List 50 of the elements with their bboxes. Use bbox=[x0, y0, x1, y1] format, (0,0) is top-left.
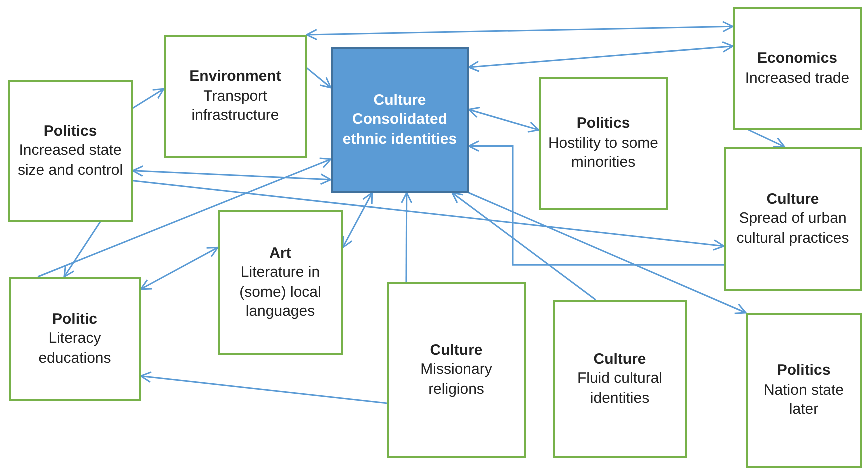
arrow bbox=[132, 88, 165, 110]
concept-box bbox=[218, 210, 343, 355]
arrow bbox=[140, 372, 388, 404]
arrow bbox=[342, 192, 374, 248]
box-heading: Culture bbox=[766, 190, 820, 210]
concept-box bbox=[733, 7, 862, 130]
box-heading: Politics bbox=[44, 122, 98, 142]
arrow bbox=[468, 192, 747, 314]
box-heading: Culture bbox=[430, 340, 483, 360]
highlighted-box bbox=[331, 47, 469, 193]
arrow bbox=[468, 140, 724, 266]
arrow bbox=[468, 107, 540, 133]
box-text: Literacy educations bbox=[38, 329, 112, 368]
arrow bbox=[468, 41, 734, 72]
box-heading: Environment bbox=[190, 67, 282, 87]
box-text: Nation state later bbox=[762, 380, 846, 420]
arrow bbox=[748, 129, 786, 148]
concept-box bbox=[724, 147, 862, 291]
arrow bbox=[38, 158, 332, 278]
box-heading: Politics bbox=[777, 361, 831, 381]
arrow bbox=[64, 222, 102, 278]
box-heading: Economics bbox=[757, 49, 838, 68]
box-heading: Culture bbox=[374, 90, 426, 110]
box-heading: Art bbox=[270, 244, 292, 263]
box-text: Transport infrastructure bbox=[190, 86, 280, 126]
concept-box bbox=[9, 277, 141, 401]
concept-box bbox=[539, 77, 668, 210]
box-text: Consolidated ethnic identities bbox=[342, 110, 458, 150]
arrow bbox=[132, 166, 332, 186]
concept-box bbox=[387, 282, 526, 458]
box-text: Hostility to some minorities bbox=[547, 134, 660, 173]
concept-box bbox=[164, 35, 307, 158]
concept-box bbox=[8, 80, 133, 222]
box-heading: Politic bbox=[52, 310, 98, 330]
arrow bbox=[452, 192, 596, 301]
box-heading: Politics bbox=[576, 114, 630, 134]
box-heading: Culture bbox=[594, 350, 646, 370]
box-text: Increased state size and control bbox=[16, 141, 124, 180]
arrow bbox=[401, 192, 413, 282]
arrow bbox=[306, 21, 734, 41]
box-text: Fluid cultural identities bbox=[576, 369, 664, 408]
arrow bbox=[306, 68, 332, 89]
concept-box bbox=[746, 313, 862, 468]
arrow bbox=[140, 246, 219, 290]
box-text: Increased trade bbox=[745, 68, 850, 88]
box-text: Missionary religions bbox=[420, 360, 494, 400]
box-text: Spread of urban cultural practices bbox=[736, 209, 850, 248]
arrow bbox=[132, 180, 725, 251]
box-text: Literature in (some) local languages bbox=[238, 263, 322, 322]
concept-box bbox=[553, 300, 687, 458]
